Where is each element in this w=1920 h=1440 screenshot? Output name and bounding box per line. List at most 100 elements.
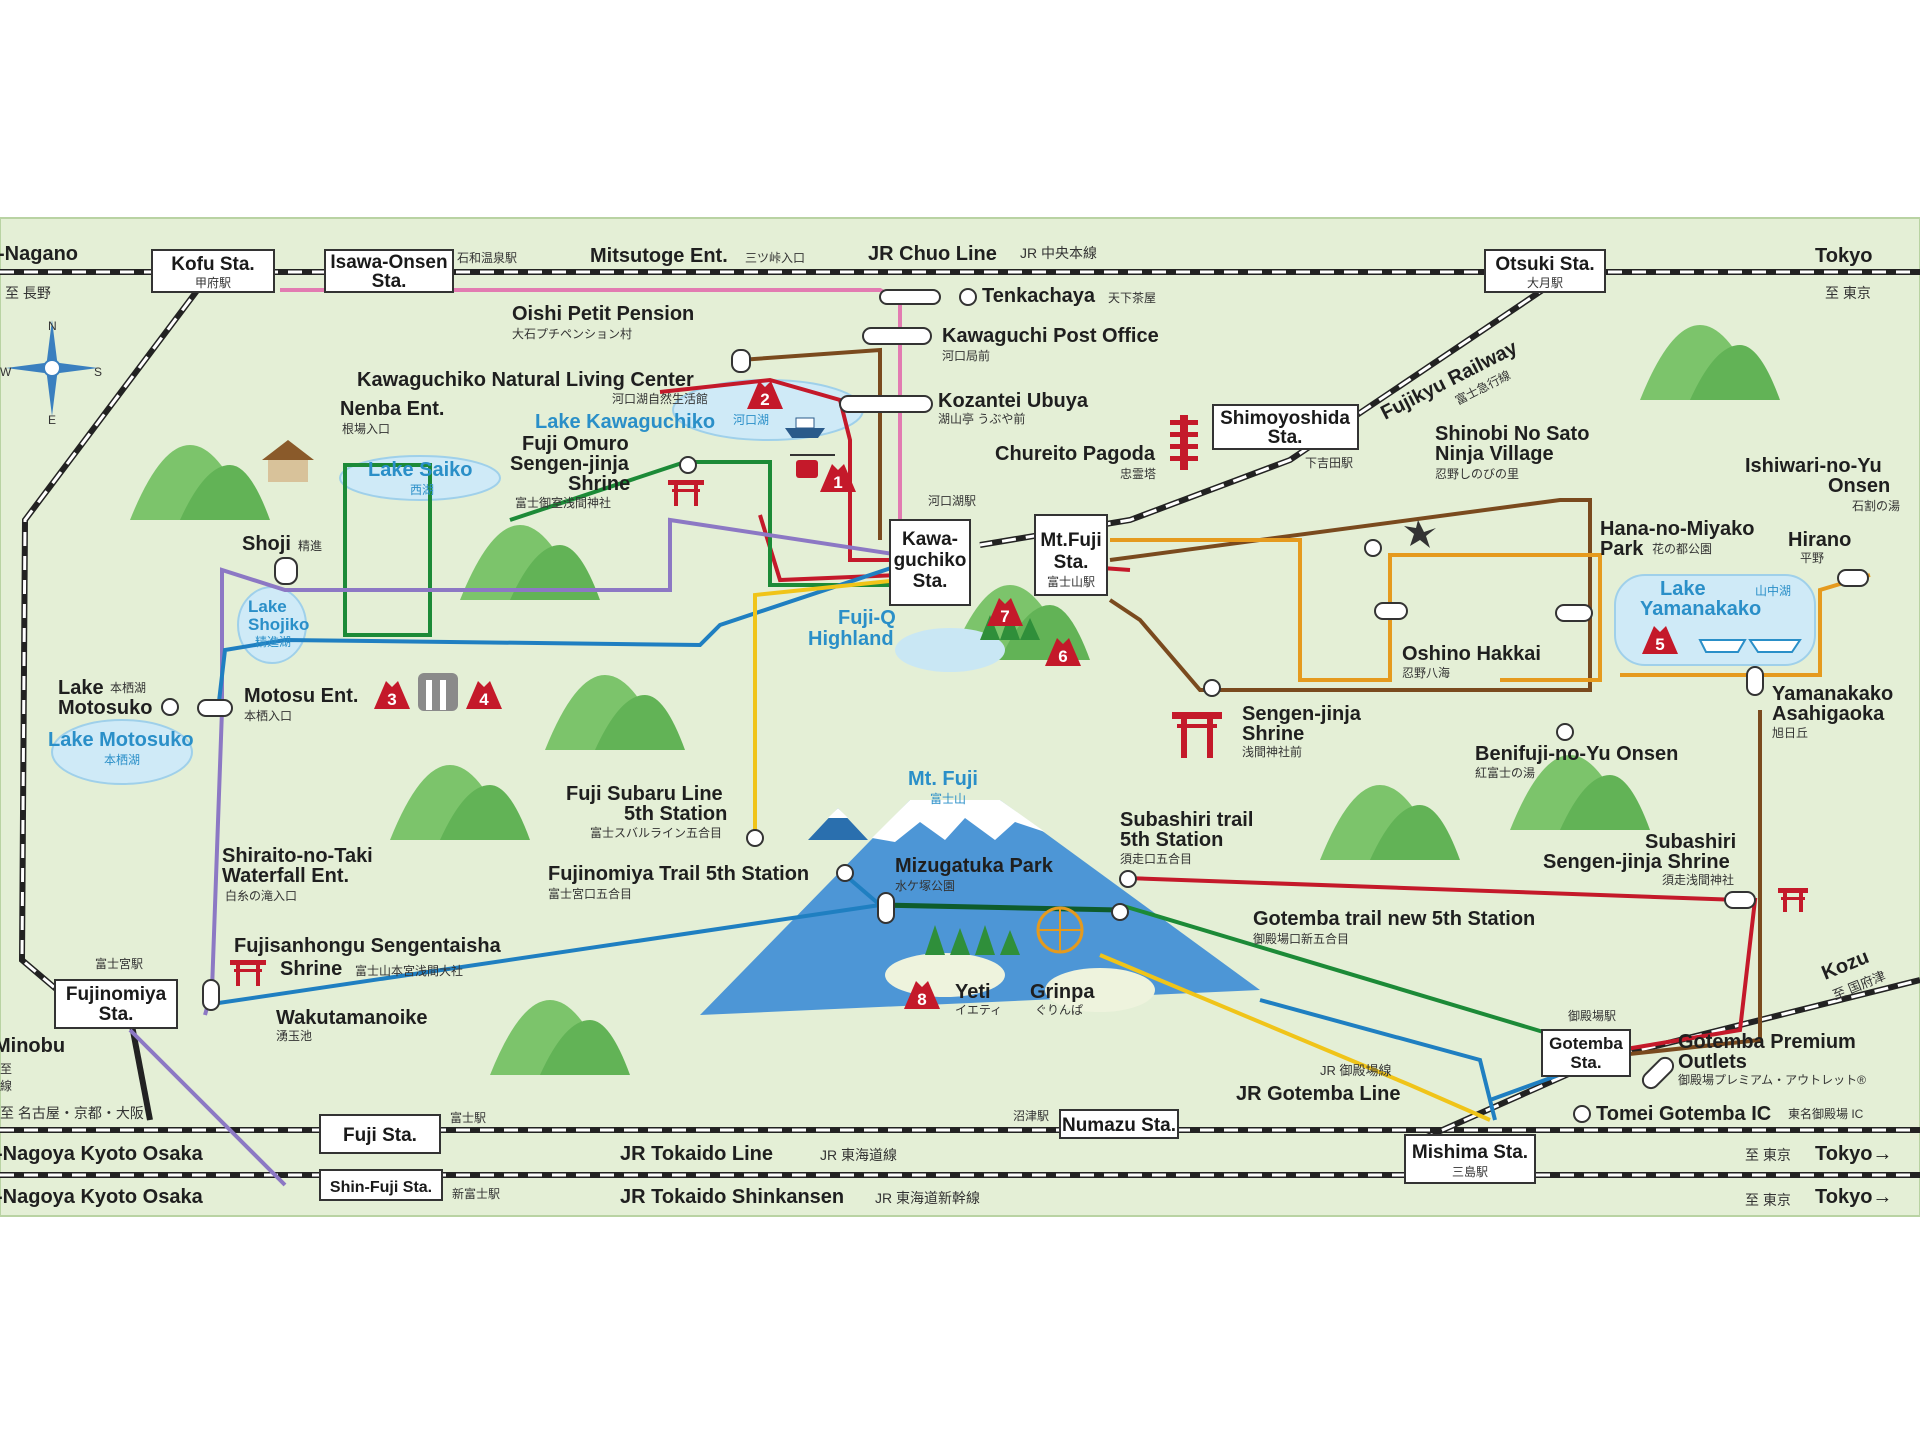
stop-hirano[interactable]: [1837, 569, 1869, 587]
otsuki-station-box[interactable]: [1484, 249, 1606, 293]
fuji-station-box[interactable]: [319, 1114, 441, 1154]
kawaguchiko-station-name: Kawa-: [902, 529, 958, 550]
stop-fujinomiya5[interactable]: [836, 864, 854, 882]
mizugatuka-label: Mizugatuka Park: [895, 855, 1054, 877]
kawaguchi-post-label: Kawaguchi Post Office: [942, 325, 1159, 347]
stop-oshino[interactable]: [1374, 602, 1408, 620]
lake-kawaguchiko-label: Lake Kawaguchiko: [535, 411, 715, 433]
stop-shinobi[interactable]: [1364, 539, 1382, 557]
stop-benifuji[interactable]: [1556, 723, 1574, 741]
lake-motosuko-label: Lake Motosuko: [48, 729, 194, 751]
shimoyoshida-station-jp: 下吉田駅: [1305, 456, 1353, 470]
shiraito-label-1: Shiraito-no-Taki: [222, 845, 373, 867]
mishima-station-box[interactable]: [1404, 1134, 1536, 1184]
stop-shoji[interactable]: [274, 557, 298, 585]
lake-saiko-label: Lake Saiko: [368, 459, 473, 481]
stop-subashiri-shrine[interactable]: [1724, 891, 1756, 909]
mishima-station-jp: 三島駅: [1452, 1164, 1488, 1179]
lake-kawaguchiko-jp: 河口湖: [733, 412, 769, 427]
stop-mitsutoge[interactable]: [879, 289, 941, 305]
stop-mizugatuka[interactable]: [877, 892, 895, 924]
torii-icon: [1778, 888, 1808, 912]
bus-stop-markers: [161, 288, 1869, 1123]
stop-subaru[interactable]: [746, 829, 764, 847]
nenba-label: Nenba Ent.: [340, 398, 444, 420]
yeti-label: Yeti: [955, 981, 991, 1003]
marker-number: 3: [387, 690, 396, 709]
stop-motosu-ent[interactable]: [197, 699, 233, 717]
stop-hana[interactable]: [1555, 604, 1593, 622]
motosuko-label-1: Lake: [58, 677, 104, 699]
hongu-label-1: Fujisanhongu Sengentaisha: [234, 935, 502, 957]
marker-number: 4: [479, 690, 489, 709]
torii-icon: [1172, 712, 1222, 758]
stop-wakutama[interactable]: [202, 979, 220, 1011]
shimoyoshida-station-name: Shimoyoshida: [1220, 408, 1350, 429]
stop-tenkachaya[interactable]: [959, 288, 977, 306]
gotemba-station-box[interactable]: [1541, 1029, 1631, 1077]
ishiwari-label-2: Onsen: [1828, 475, 1890, 497]
stop-kawaguchi-post[interactable]: [862, 327, 932, 345]
motosuko-label-2: Motosuko: [58, 697, 152, 719]
mt-fuji-station-box[interactable]: [1034, 514, 1108, 596]
marker-4[interactable]: 4: [466, 681, 502, 709]
oshino-label: Oshino Hakkai: [1402, 643, 1541, 665]
marker-7[interactable]: 7: [987, 598, 1023, 626]
kawaguchiko-station-box[interactable]: [889, 519, 971, 606]
grinpa-label: Grinpa: [1030, 981, 1095, 1003]
edge-minobu-jp: 至: [0, 1062, 12, 1076]
shoji-label: Shoji: [242, 533, 291, 555]
compass-rose-icon: N S E W: [0, 319, 102, 427]
marker-6[interactable]: 6: [1045, 638, 1081, 666]
grinpa-jp: ぐりんぱ: [1035, 1003, 1083, 1017]
benifuji-label: Benifuji-no-Yu Onsen: [1475, 743, 1678, 765]
hana-jp: 花の都公園: [1652, 541, 1712, 556]
kofu-station-box[interactable]: [151, 249, 275, 293]
kawaguchiko-station-name-2: guchiko: [894, 550, 967, 571]
marker-2[interactable]: 2: [747, 381, 783, 409]
tree-icons: [925, 612, 1040, 955]
kofu-station-jp: 甲府駅: [195, 275, 231, 290]
stop-kozantei[interactable]: [839, 395, 933, 413]
hana-label-1: Hana-no-Miyako: [1600, 518, 1754, 540]
marker-1[interactable]: 1: [820, 464, 856, 492]
lake-yamanakako-jp: 山中湖: [1755, 583, 1791, 598]
stop-subashiri5[interactable]: [1119, 870, 1137, 888]
stop-outlets[interactable]: [1640, 1055, 1677, 1092]
marker-3[interactable]: 3: [374, 681, 410, 709]
outlets-jp: 御殿場プレミアム・アウトレット®: [1678, 1072, 1866, 1087]
gotemba-station-name: Gotemba: [1549, 1034, 1623, 1053]
edge-tokyo-2: Tokyo→: [1815, 1186, 1892, 1208]
kozantei-label: Kozantei Ubuya: [938, 390, 1089, 412]
marker-5[interactable]: 5: [1642, 626, 1678, 654]
hongu-label-2: Shrine: [280, 958, 342, 980]
kozantei-jp: 湖山亭 うぶや前: [938, 411, 1025, 426]
stop-omuro[interactable]: [679, 456, 697, 474]
stop-tomei[interactable]: [1573, 1105, 1591, 1123]
shiraito-label-2: Waterfall Ent.: [222, 865, 349, 887]
fujinomiya-station-box[interactable]: [54, 979, 178, 1029]
living-center-label: Kawaguchiko Natural Living Center: [357, 369, 694, 391]
hirano-jp: 平野: [1800, 551, 1824, 565]
marker-8[interactable]: 8: [904, 981, 940, 1009]
numazu-station-box[interactable]: [1059, 1109, 1179, 1139]
lake-shojiko-label-2: Shojiko: [248, 615, 309, 634]
mt-fuji-station-name: Mt.Fuji: [1040, 530, 1101, 551]
shin-fuji-station-box[interactable]: [319, 1169, 443, 1201]
stop-yamanakako-asa[interactable]: [1746, 666, 1764, 696]
ropeway-icon: [790, 454, 835, 478]
stop-oishi[interactable]: [731, 349, 751, 373]
kawaguchiko-station-name-3: Sta.: [913, 571, 948, 592]
mt-fuji-label: Mt. Fuji: [908, 768, 978, 790]
stop-sengen[interactable]: [1203, 679, 1221, 697]
lake-yamanakako-label-1: Lake: [1660, 578, 1706, 600]
shimoyoshida-station-box[interactable]: [1212, 404, 1359, 450]
stop-motosuko[interactable]: [161, 698, 179, 716]
marker-number: 1: [833, 473, 842, 492]
living-center-jp: 河口湖自然生活館: [612, 391, 708, 406]
numazu-station-jp: 沼津駅: [1013, 1109, 1049, 1123]
otsuki-station-name: Otsuki Sta.: [1495, 254, 1594, 275]
isawa-onsen-station-box[interactable]: [324, 249, 454, 293]
stop-gotemba5[interactable]: [1111, 903, 1129, 921]
